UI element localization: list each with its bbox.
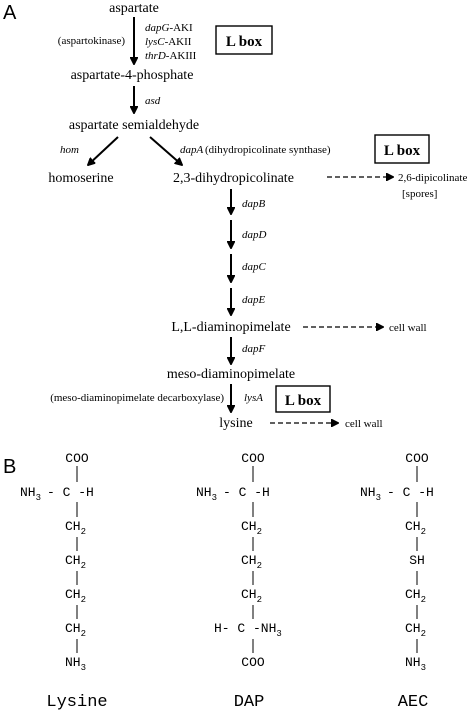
dap-coo-top: COO [241,451,265,466]
aspartokinase-note: (aspartokinase) [58,35,126,47]
metabolite-dipicolinate: 2,6-dipicolinate [398,172,467,184]
lysine-ch2-4: CH2 [65,621,86,639]
gene-dapG-aki: dapG-AKI [145,22,193,34]
panel-b-label: B [3,456,16,478]
panel-a: A aspartate (aspartokinase) dapG-AKI lys… [3,1,467,431]
panel-b: B COO NH3- C -H CH2 CH2 CH2 CH2 NH3 Lysi… [3,451,434,712]
panel-a-label: A [3,2,17,24]
gene-hom: hom [60,144,79,156]
dap-alpha-carbon: NH3- C -H [196,485,270,503]
cell-wall-2: cell wall [345,418,383,430]
lysine-ch2-1: CH2 [65,519,86,537]
lysine-nh3: NH3 [65,655,86,673]
lbox-lysA-box [275,385,331,413]
metabolite-lysine: lysine [219,416,252,431]
gene-thrD-akiii: thrD-AKIII [145,50,197,62]
arrow-to-dihydropicolinate [149,136,182,165]
dap-ch2-2: CH2 [241,553,262,571]
aec-coo: COO [405,451,429,466]
lysA-enzyme-note: (meso-diaminopimelate decarboxylase) [50,392,224,404]
aec-ch2-1: CH2 [405,519,426,537]
gene-dapC: dapC [242,261,267,273]
lysine-coo: COO [65,451,89,466]
dap-ch2-3: CH2 [241,587,262,605]
gene-asd: asd [145,95,161,107]
lbox-dapA-box [374,134,430,164]
lysine-ch2-2: CH2 [65,553,86,571]
gene-dapF: dapF [242,343,266,355]
gene-dapA: dapA [180,144,204,156]
metabolite-dihydropicolinate: 2,3-dihydropicolinate [173,171,294,186]
metabolite-homoserine: homoserine [48,171,113,186]
aec-alpha-carbon: NH3- C -H [360,485,434,503]
aec-sh: SH [409,553,425,568]
dap-name: DAP [234,693,265,712]
aec-structure: COO NH3- C -H CH2 SH CH2 CH2 NH3 AEC [360,451,434,712]
gene-lysA: lysA [244,392,263,404]
lbox-dapA-label: L box [384,143,421,159]
gene-dapD: dapD [242,229,267,241]
lysine-alpha-carbon: NH3- C -H [20,485,94,503]
aec-name: AEC [398,693,429,712]
dap-ch2-1: CH2 [241,519,262,537]
metabolite-aspartate: aspartate [109,1,159,16]
lysine-name: Lysine [46,693,107,712]
spores-note: [spores] [402,188,437,200]
aec-ch2-3: CH2 [405,621,426,639]
metabolite-ll-diaminopimelate: L,L-diaminopimelate [171,320,290,335]
gene-dapB: dapB [242,198,266,210]
lbox-aspartokinase-box [215,25,273,55]
lysine-structure: COO NH3- C -H CH2 CH2 CH2 CH2 NH3 Lysine [20,451,108,712]
aec-ch2-2: CH2 [405,587,426,605]
lysine-ch2-3: CH2 [65,587,86,605]
dap-structure: COO NH3- C -H CH2 CH2 CH2 H- C -NH3 COO … [196,451,282,712]
dapA-enzyme-note: (dihydropicolinate synthase) [205,144,331,156]
metabolite-meso-diaminopimelate: meso-diaminopimelate [167,367,295,382]
arrow-to-homoserine [88,136,119,165]
lbox-lysA-label: L box [285,393,322,409]
aec-nh3: NH3 [405,655,426,673]
cell-wall-1: cell wall [389,322,427,334]
metabolite-aspartate-4-phosphate: aspartate-4-phosphate [71,68,194,83]
lbox-aspartokinase-label: L box [226,34,263,50]
dap-epsilon-carbon: H- C -NH3 [214,621,282,639]
gene-dapE: dapE [242,294,266,306]
gene-lysC-akii: lysC-AKII [145,36,192,48]
dap-coo-bottom: COO [241,655,265,670]
metabolite-aspartate-semialdehyde: aspartate semialdehyde [69,118,199,133]
